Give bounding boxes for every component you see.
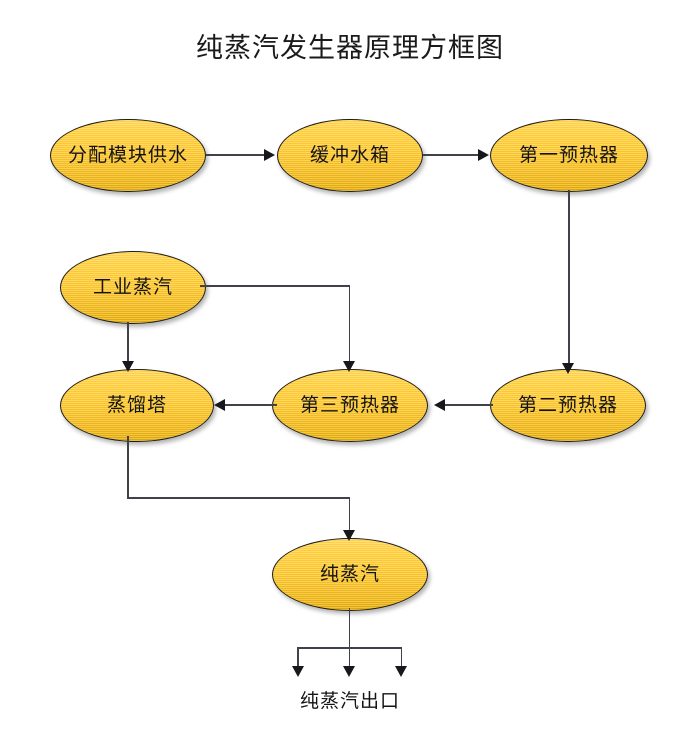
edge-distill-column-to-pure-steam-vertical-1	[127, 436, 129, 498]
node-label: 蒸馏塔	[106, 394, 167, 416]
edge-preheater-1-to-preheater-2	[568, 190, 570, 365]
edge-pure-steam-outlet-stem	[348, 608, 351, 648]
edge-water-supply-to-buffer-tank	[206, 154, 268, 156]
node-label: 纯蒸汽	[319, 563, 380, 585]
edge-preheater-2-to-preheater-3	[441, 404, 493, 406]
node-label: 工业蒸汽	[92, 276, 173, 298]
outlet-label: 纯蒸汽出口	[299, 690, 400, 712]
arrowhead-to-preheater-3	[434, 398, 445, 411]
node-label: 分配模块供水	[67, 144, 188, 166]
node-pure-steam[interactable]: 纯蒸汽	[272, 538, 428, 611]
edge-industrial-steam-to-preheater-3-vertical	[348, 285, 351, 364]
edge-industrial-steam-to-distill-column	[127, 322, 129, 364]
node-buffer-tank[interactable]: 缓冲水箱	[277, 119, 423, 192]
arrowhead-to-preheater-2	[562, 363, 574, 374]
node-preheater-1[interactable]: 第一预热器	[490, 119, 648, 192]
node-label: 缓冲水箱	[309, 144, 390, 166]
arrowhead-outlet-1	[291, 666, 304, 677]
arrowhead-to-preheater-3-top	[343, 361, 355, 372]
arrowhead-to-buffer-tank	[264, 148, 275, 161]
edge-outlet-branch-3	[400, 647, 403, 670]
node-preheater-3[interactable]: 第三预热器	[272, 369, 428, 442]
arrowhead-to-preheater-1	[478, 148, 489, 161]
edge-industrial-steam-to-preheater-3-horizontal	[200, 285, 350, 287]
edge-buffer-tank-to-preheater-1	[423, 154, 483, 156]
node-water-supply[interactable]: 分配模块供水	[50, 119, 206, 192]
node-label: 第三预热器	[299, 394, 400, 416]
edge-outlet-branch-1	[297, 647, 299, 670]
edge-distill-column-to-pure-steam-horizontal	[127, 497, 350, 499]
node-distill-column[interactable]: 蒸馏塔	[60, 369, 214, 442]
edge-outlet-branch-2	[348, 647, 351, 670]
edge-preheater-3-to-distill-column	[222, 404, 277, 406]
edge-distill-column-to-pure-steam-vertical-2	[348, 497, 351, 533]
node-label: 第二预热器	[517, 394, 618, 416]
arrowhead-outlet-3	[395, 666, 407, 677]
arrowhead-to-distill-column-top	[121, 361, 134, 372]
arrowhead-to-pure-steam-top	[343, 530, 355, 541]
node-industrial-steam[interactable]: 工业蒸汽	[60, 251, 206, 324]
arrowhead-to-distill-column	[214, 398, 225, 411]
page-title: 纯蒸汽发生器原理方框图	[196, 33, 504, 64]
arrowhead-outlet-2	[343, 666, 355, 677]
node-preheater-2[interactable]: 第二预热器	[490, 369, 646, 442]
node-label: 第一预热器	[518, 144, 619, 166]
